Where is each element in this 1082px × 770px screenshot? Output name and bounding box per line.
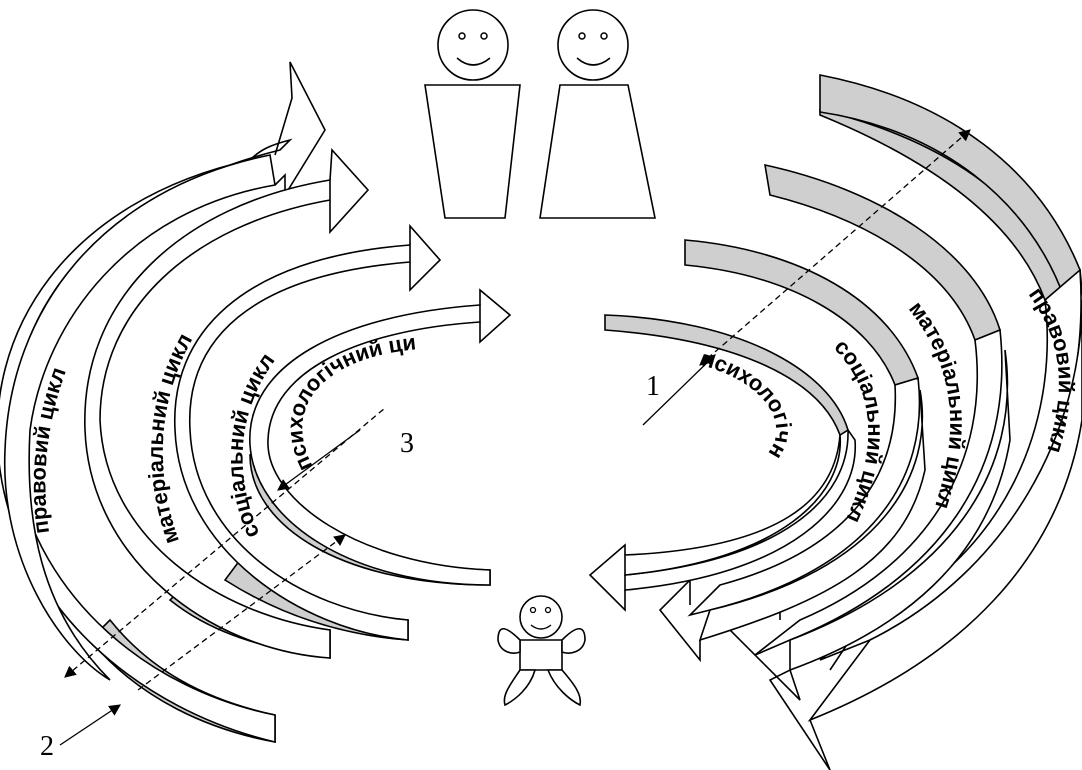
pointer-2: [60, 705, 120, 745]
parent-figure-right: [540, 10, 655, 218]
marker-1: 1: [646, 371, 660, 402]
parent-figure-left: [425, 10, 520, 218]
child-figure: [498, 596, 585, 705]
marker-2: 2: [40, 731, 54, 762]
marker-3: 3: [400, 428, 414, 459]
